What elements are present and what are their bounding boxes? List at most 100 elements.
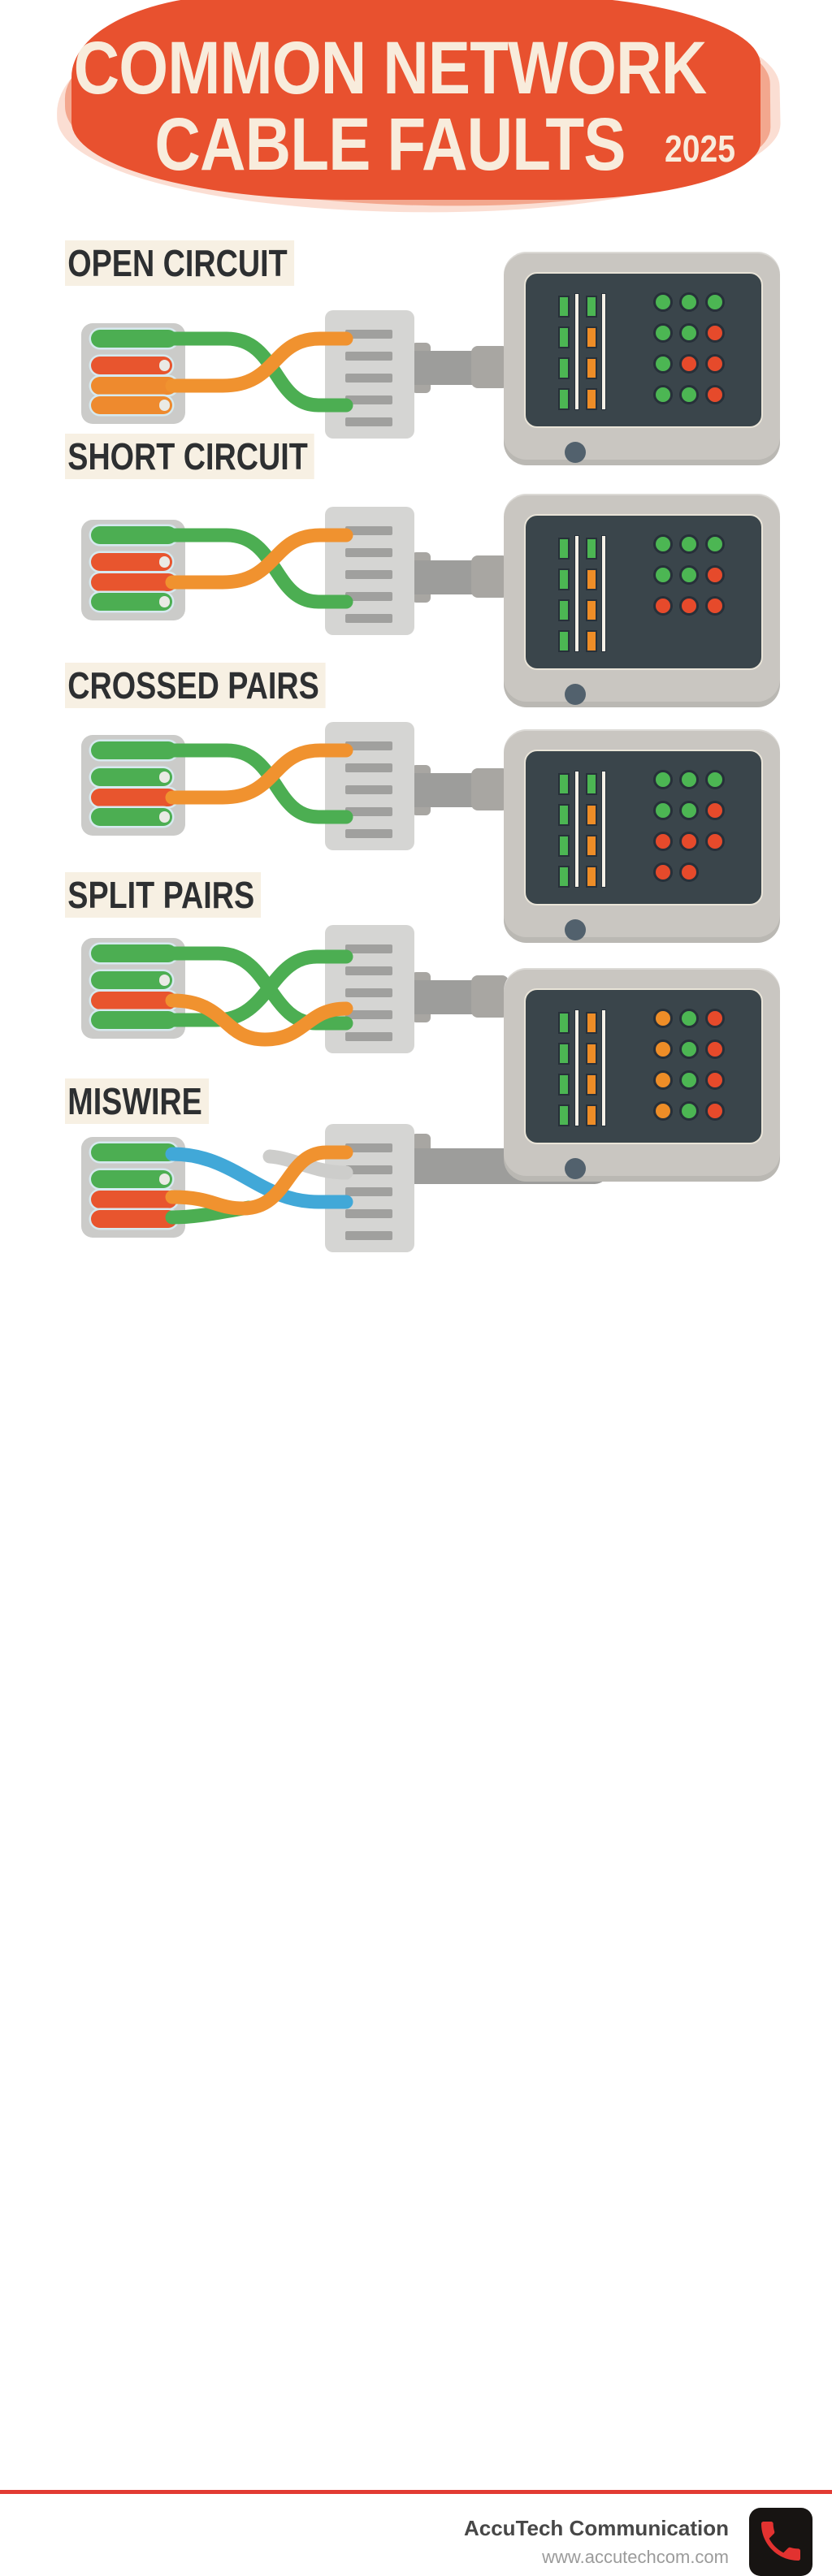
wiremap-bar-near-green xyxy=(558,1043,570,1065)
led-indicator-orange xyxy=(653,1039,673,1059)
pin-red xyxy=(91,1191,177,1208)
led-indicator-red xyxy=(653,832,673,851)
plug-contact xyxy=(345,395,392,404)
wire-orange xyxy=(165,993,353,1047)
rj45-plug xyxy=(325,722,414,850)
wiremap-bar-near-green xyxy=(558,599,570,621)
pin-green xyxy=(91,741,177,759)
led-indicator-orange xyxy=(653,1101,673,1121)
tester-body xyxy=(504,494,780,707)
poster-year: 2025 xyxy=(665,128,735,170)
wires-miswire xyxy=(165,1145,353,1225)
tester-screen xyxy=(524,272,763,428)
led-indicator-green xyxy=(705,770,725,789)
wiremap-bar-far-orange xyxy=(586,357,597,379)
led-indicator-orange xyxy=(653,1070,673,1090)
pin-tip xyxy=(159,1173,170,1185)
led-indicator-green xyxy=(653,565,673,585)
wiremap-bar-far-orange xyxy=(586,568,597,590)
pin-tip xyxy=(159,360,170,371)
pin-green xyxy=(91,330,177,348)
cable-stub xyxy=(471,768,509,810)
wiremap-bar-near-green xyxy=(558,388,570,410)
pin-tip xyxy=(159,596,170,607)
plug-contact xyxy=(345,374,392,383)
section-title: CROSSED PAIRS xyxy=(65,663,326,708)
led-indicator-green xyxy=(653,801,673,820)
wire-block xyxy=(81,323,185,424)
led-indicator-red xyxy=(653,596,673,616)
plug-contact xyxy=(345,548,392,557)
pin-orange xyxy=(91,396,172,414)
wires-split-pairs xyxy=(165,946,353,1047)
led-indicator-green xyxy=(653,770,673,789)
wiremap-separator xyxy=(574,293,579,410)
plug-contact xyxy=(345,1209,392,1218)
tester-body xyxy=(504,252,780,465)
wires-crossed-pairs xyxy=(165,743,353,824)
tester-body xyxy=(504,729,780,943)
led-indicator-green xyxy=(679,1009,699,1028)
led-indicator-green xyxy=(679,534,699,554)
led-indicator-red xyxy=(679,862,699,882)
plug-contact xyxy=(345,763,392,772)
led-indicator-green xyxy=(679,565,699,585)
plug-contact xyxy=(345,1010,392,1019)
led-indicator-red xyxy=(705,1039,725,1059)
plug-contact xyxy=(345,944,392,953)
wiremap-separator xyxy=(574,771,579,888)
led-indicator-red xyxy=(705,385,725,404)
led-indicator-red xyxy=(705,596,725,616)
patch-cable xyxy=(408,980,483,1014)
pin-green xyxy=(91,944,177,962)
wiremap-bar-far-orange xyxy=(586,326,597,348)
pin-red xyxy=(91,573,177,591)
led-indicator-green xyxy=(653,534,673,554)
section-title: MISWIRE xyxy=(65,1078,210,1124)
led-indicator-red xyxy=(679,832,699,851)
wire-green xyxy=(165,528,353,609)
pin-orange xyxy=(91,377,177,395)
cable-stub xyxy=(471,346,509,388)
wire-orange xyxy=(165,743,353,805)
wiremap-bar-near-green xyxy=(558,1104,570,1126)
led-indicator-red xyxy=(705,801,725,820)
led-indicator-red xyxy=(705,1070,725,1090)
plug-contact xyxy=(345,592,392,601)
led-indicator-red xyxy=(705,354,725,374)
plug-contact xyxy=(345,330,392,339)
cable-stub xyxy=(471,555,509,598)
led-indicator-green xyxy=(705,292,725,312)
led-indicator-green xyxy=(679,323,699,343)
plug-contact xyxy=(345,526,392,535)
plug-contact xyxy=(345,352,392,361)
wiremap-bar-near-green xyxy=(558,630,570,652)
wiremap-separator xyxy=(574,1009,579,1126)
rj45-plug xyxy=(325,925,414,1053)
plug-contact xyxy=(345,807,392,816)
led-indicator-red xyxy=(653,862,673,882)
pin-tip xyxy=(159,556,170,568)
company-name: AccuTech Communication xyxy=(463,2516,729,2540)
wiremap-bar-far-green xyxy=(586,538,597,560)
plug-contact xyxy=(345,570,392,579)
section-title: OPEN CIRCUIT xyxy=(65,240,294,286)
rj45-plug xyxy=(325,507,414,635)
led-indicator-red xyxy=(679,596,699,616)
section-title: SPLIT PAIRS xyxy=(65,872,262,918)
pin-green xyxy=(91,971,172,989)
led-indicator-green xyxy=(679,1070,699,1090)
wire-orange xyxy=(165,528,353,590)
wire-orange xyxy=(165,1145,353,1216)
section-title: SHORT CIRCUIT xyxy=(65,434,314,479)
led-indicator-green xyxy=(653,385,673,404)
wiremap-bar-far-orange xyxy=(586,1012,597,1034)
plug-contact xyxy=(345,417,392,426)
pin-red xyxy=(91,1210,177,1228)
wiremap-bar-far-orange xyxy=(586,599,597,621)
pin-green xyxy=(91,1143,177,1161)
poster-title-line2: CABLE FAULTS xyxy=(154,103,626,186)
wiremap-separator xyxy=(574,535,579,652)
led-indicator-green xyxy=(679,770,699,789)
